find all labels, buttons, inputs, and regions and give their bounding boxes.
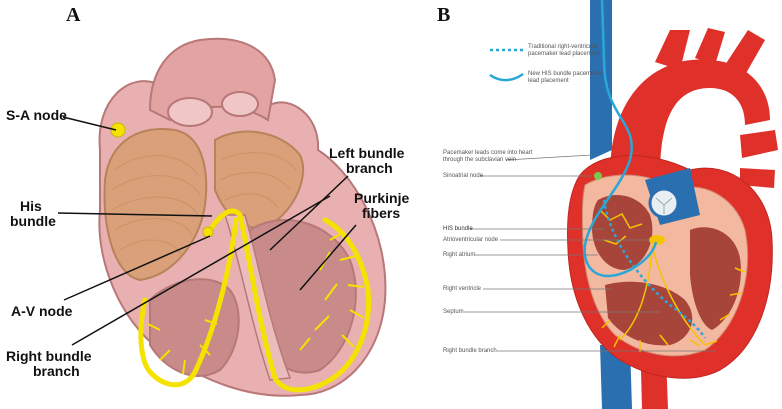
label-right-bundle-branch: Right bundle branch bbox=[443, 348, 497, 354]
heart-a-conduction bbox=[138, 208, 372, 393]
label-purkinje-line2: fibers bbox=[362, 205, 401, 221]
heart-b-pulmonary-2 bbox=[740, 168, 775, 188]
label-av-node: A-V node bbox=[11, 303, 73, 319]
panel-b-leaders bbox=[464, 154, 715, 352]
label-septum: Septum bbox=[443, 309, 464, 315]
legend-solid-sample bbox=[489, 72, 524, 82]
heart-b-sa-node bbox=[594, 172, 602, 180]
heart-b-vena-cava bbox=[590, 0, 612, 160]
panel-a-heart bbox=[98, 37, 387, 397]
heart-b-aorta-branch-2 bbox=[695, 28, 725, 65]
panel-a-leaders bbox=[57, 116, 357, 346]
panel-b-legend-samples bbox=[489, 48, 524, 82]
label-right-atrium: Right atrium bbox=[443, 252, 476, 258]
panel-b-heart bbox=[567, 0, 778, 409]
heart-b-rv-lead bbox=[602, 199, 707, 339]
label-av-node-b: Atrioventricular node bbox=[443, 237, 499, 243]
legend-traditional-line2: pacemaker lead placement bbox=[528, 51, 601, 57]
label-left-bundle-line1: Left bundle bbox=[329, 145, 405, 161]
label-right-ventricle: Right ventricle bbox=[443, 286, 482, 292]
heart-a-valve-2 bbox=[221, 91, 259, 117]
legend-traditional-line1: Traditional right-ventricular bbox=[528, 44, 599, 50]
panel-a-letter: A bbox=[66, 4, 81, 26]
heart-b-aorta bbox=[610, 59, 770, 175]
heart-b-av-node bbox=[649, 235, 665, 245]
heart-a-av-node bbox=[202, 226, 214, 238]
label-pacemaker-line2: through the subclavian vein bbox=[443, 157, 517, 163]
label-pacemaker-line1: Pacemaker leads come into heart bbox=[443, 150, 533, 156]
heart-a-right-ventricle bbox=[149, 278, 240, 377]
heart-a-valve-1 bbox=[167, 97, 213, 127]
label-right-bundle-line1: Right bundle bbox=[6, 348, 92, 364]
legend-his-line2: lead placement bbox=[528, 78, 569, 84]
label-his-bundle-line1: His bbox=[20, 198, 42, 214]
heart-b-aorta-branch-1 bbox=[655, 30, 690, 70]
heart-b-aorta-branch-3 bbox=[725, 30, 765, 75]
heart-b-conduction bbox=[599, 209, 746, 352]
label-his-bundle-line2: bundle bbox=[10, 213, 56, 229]
label-right-bundle-line2: branch bbox=[33, 363, 80, 379]
label-sa-node: S-A node bbox=[6, 107, 67, 123]
legend-his-line1: New HIS bundle pacemaker bbox=[528, 71, 603, 77]
heart-b-pulmonary bbox=[740, 130, 778, 158]
label-left-bundle-line2: branch bbox=[346, 160, 393, 176]
heart-b-right-ventricle-chamber bbox=[605, 281, 693, 346]
label-his-bundle-b: HIS bundle bbox=[443, 226, 473, 232]
panel-b-letter: B bbox=[437, 4, 451, 26]
label-sinoatrial-node: Sinoatrial node bbox=[443, 173, 484, 179]
heart-b-left-ventricle-chamber bbox=[690, 227, 741, 330]
heart-a-sa-node bbox=[110, 122, 126, 138]
heart-a-right-atrium bbox=[103, 128, 208, 282]
heart-a-purkinje bbox=[147, 231, 365, 375]
heart-b-valve bbox=[648, 187, 680, 219]
label-purkinje-line1: Purkinje bbox=[354, 190, 410, 206]
